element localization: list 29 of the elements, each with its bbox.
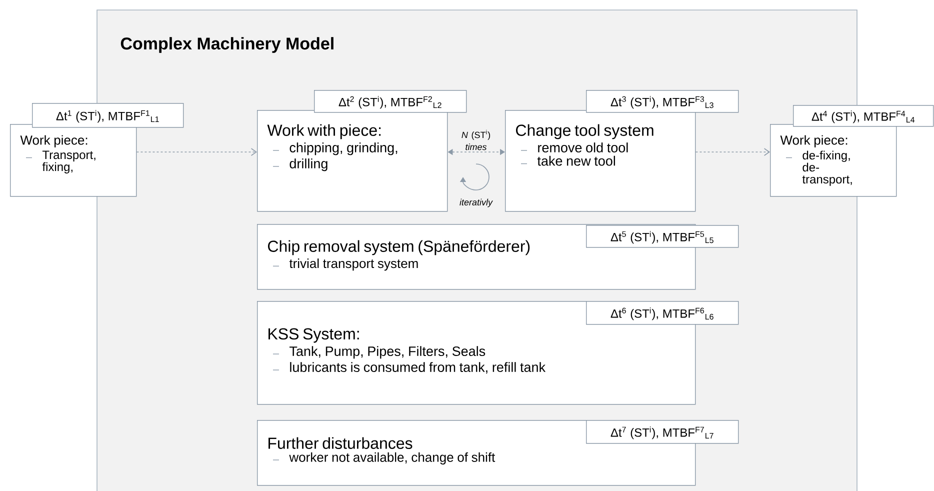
list-item: remove old tool [520,142,628,152]
box-heading: Further disturbances [268,437,412,449]
box-heading: Work with piece: [267,124,381,140]
box-heading: Work piece: [20,135,88,148]
box-heading: KSS System: [268,328,359,343]
list-item: Transport, fixing, [26,150,96,174]
list-item: worker not available, change of shift [272,452,496,464]
list-item: trivial transport system [272,258,418,271]
tag-box: Δt$^{4}$ (ST$^{i}$), MTBF$^{F4}$L4 [793,105,934,127]
box-heading: Work piece: [780,135,848,148]
list-item: lubricants is consumed from tank, refill tank [272,362,546,374]
panel-title: Complex Machinery Model [120,37,334,53]
list-item: take new tool [520,156,615,166]
box-heading: Chip removal system (Späneförderer) [268,240,530,256]
tag-box: Δt$^{1}$ (ST$^{i}$), MTBF$^{F1}$L1 [32,103,184,128]
tag-box: Δt$^{7}$ (ST$^{i}$), MTBF$^{F7}$L7 [586,420,739,444]
list-item: Tank, Pump, Pipes, Filters, Seals [272,346,486,359]
arrow [136,148,257,156]
tag-box: Δt$^{3}$ (ST$^{i}$), MTBF$^{F3}$L3 [586,90,739,113]
list-item: de-fixing, de-transport, [786,150,852,186]
list-item: chipping, grinding, [272,142,398,156]
box-heading: Change tool system [516,124,654,140]
tag-box: Δt$^{2}$ (ST$^{i}$), MTBF$^{F2}$L2 [314,90,467,113]
edge-label: N (ST$^{i}$) times [455,128,497,152]
tag-box: Δt$^{5}$ (ST$^{i}$), MTBF$^{F5}$L5 [586,225,739,248]
tag-box: Δt$^{6}$ (ST$^{i}$), MTBF$^{F6}$L6 [586,301,739,325]
list-item: drilling [272,158,328,172]
note-label: iterativly [460,198,493,208]
arrow [695,148,770,156]
